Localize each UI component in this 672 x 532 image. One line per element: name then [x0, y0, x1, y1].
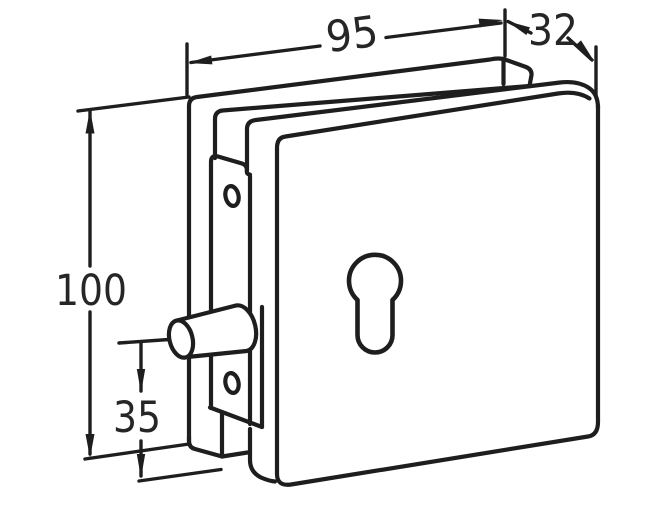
arrowhead-left: [188, 55, 213, 65]
arrowhead-upper: [136, 369, 146, 393]
front-plate: [244, 79, 601, 487]
dim-height-label: 100: [55, 266, 127, 316]
middle-plate-outline: [212, 83, 532, 161]
ext-line-top: [76, 95, 191, 113]
arrowhead-right: [478, 18, 503, 28]
back-plate: [186, 56, 534, 459]
back-plate-outline: [186, 56, 534, 444]
front-plate-back-bottom-edge: [247, 426, 278, 484]
pin-bottom-edge: [185, 348, 249, 360]
dimension-height: 100: [55, 95, 191, 461]
dim-depth-label: 32: [528, 6, 578, 56]
arrowhead-left: [506, 21, 530, 35]
back-plate-bottom-corner: [186, 434, 225, 459]
mounting-bracket: [207, 153, 265, 459]
arrowhead-right: [574, 40, 594, 61]
arrowhead-lower: [136, 454, 146, 478]
tick-line: [117, 337, 171, 345]
screw-hole-top: [223, 184, 241, 208]
arrowhead-bottom: [85, 434, 95, 458]
dim-width-label: 95: [323, 7, 381, 63]
dim-line-left: [189, 44, 322, 65]
case-flange-bottom: [219, 450, 250, 459]
pin-front-face: [166, 318, 196, 360]
front-plate-face-outline: [274, 90, 601, 487]
bracket-left-top-edge: [208, 153, 253, 411]
dim-pin-offset-label: 35: [113, 393, 161, 443]
ext-line-bottom: [83, 442, 191, 461]
arrowhead-top: [85, 109, 95, 134]
pin-end-arc: [233, 303, 259, 354]
roller-pin: [166, 303, 259, 360]
dimension-pin-offset: 35: [113, 337, 223, 483]
euro-cylinder-keyhole: [346, 252, 404, 355]
pin-body-mask: [177, 305, 257, 357]
dimension-width: 95: [185, 7, 503, 97]
dimension-depth: 32: [503, 6, 598, 98]
bracket-bottom-slant: [207, 405, 265, 430]
screw-hole-bottom: [223, 371, 241, 395]
middle-spacer-plate: [212, 83, 532, 161]
pin-top-edge: [174, 303, 239, 323]
ext-line-bottom: [137, 467, 223, 483]
